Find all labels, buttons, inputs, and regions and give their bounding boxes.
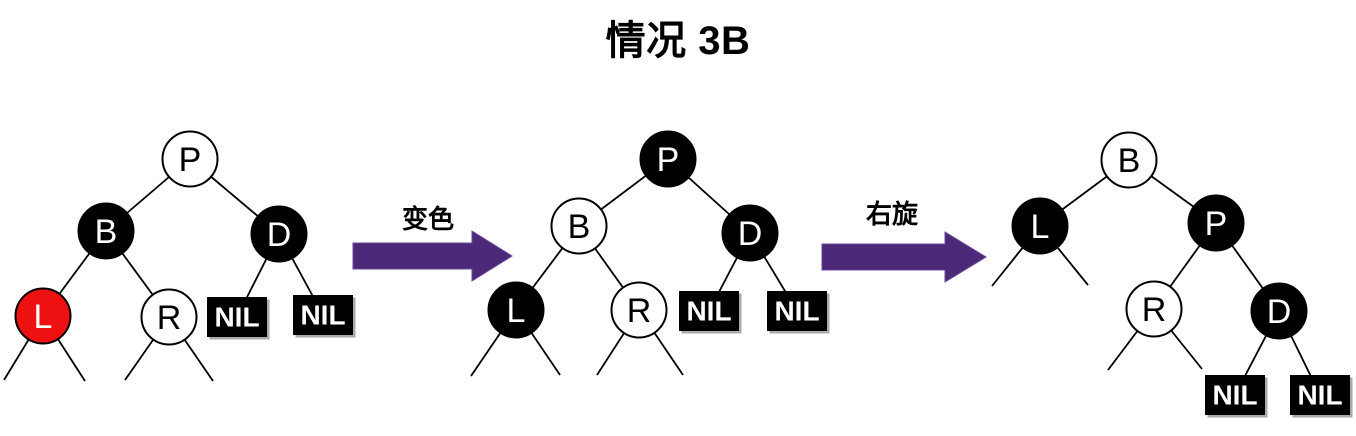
nil-box [293,295,353,335]
node-label-L: L [1031,208,1050,246]
node-label-B: B [1118,142,1141,180]
nil-box [1205,375,1265,415]
node-label-R: R [1142,291,1167,329]
node-R [610,281,668,339]
node-D [1250,282,1308,340]
nil-box [1290,375,1350,415]
node-B [550,197,608,255]
node-P [639,130,697,188]
node-L [14,287,72,345]
node-label-L: L [34,298,53,336]
recolor-arrow-label: 变色 [402,204,454,234]
nil-label: NIL [1212,380,1257,411]
node-D [250,205,308,263]
node-label-B: B [568,208,591,246]
nil-box [679,291,739,331]
nil-box [207,297,267,337]
node-label-P: P [1205,205,1228,243]
node-B [77,202,135,260]
page-title: 情况 3B [605,19,751,63]
node-label-R: R [157,299,182,337]
node-R [140,288,198,346]
node-B [1100,131,1158,189]
tree-initial: NIL NIL P B D L R [3,130,356,382]
node-label-D: D [738,215,763,253]
nil-label: NIL [300,300,345,331]
rotate-right-arrow-label: 右旋 [866,199,919,229]
nil-label: NIL [686,296,731,327]
tree-recolored: NIL NIL P B D L R [470,130,830,377]
nil-label: NIL [1297,380,1342,411]
node-L [1011,197,1069,255]
node-label-P: P [179,141,202,179]
nil-label: NIL [214,302,259,333]
node-label-L: L [507,292,526,330]
recolor-arrow [352,230,513,282]
node-label-B: B [95,213,118,251]
node-P [161,130,219,188]
node-D [721,204,779,262]
node-P [1187,194,1245,252]
nil-box [767,291,827,331]
node-R [1125,280,1183,338]
node-label-P: P [657,141,680,179]
node-L [487,281,545,339]
rotate-right-arrow [821,231,987,283]
node-label-R: R [627,292,652,330]
node-label-D: D [1267,293,1292,331]
nil-label: NIL [774,296,819,327]
node-label-D: D [267,216,292,254]
tree-rotated: NIL NIL B L P R D [991,131,1353,418]
